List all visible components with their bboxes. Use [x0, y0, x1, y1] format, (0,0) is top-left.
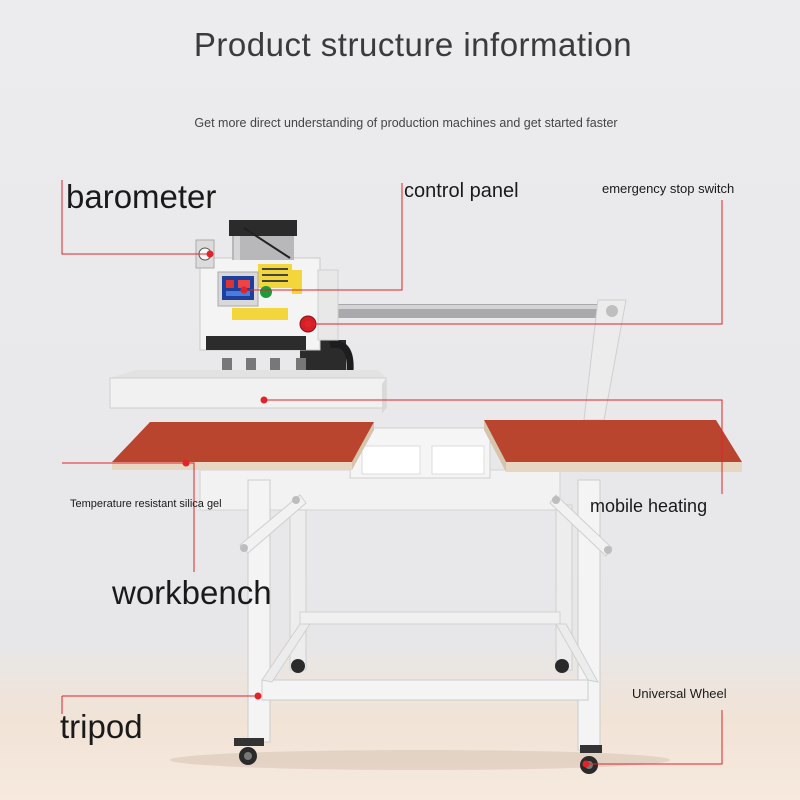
right-pad [484, 420, 742, 472]
leader-emergency-stop [308, 200, 723, 325]
leader-control-panel [244, 183, 403, 291]
label-control-panel: control panel [404, 180, 519, 202]
wheel-back-right [555, 659, 569, 673]
label-mobile-heating: mobile heating [590, 496, 708, 516]
leader-workbench [186, 462, 195, 572]
floor-shadow [170, 750, 670, 770]
wheel-back-left [291, 659, 305, 673]
label-workbench: workbench [112, 574, 272, 611]
wheel-front-left [234, 738, 264, 765]
label-universal-wheel: Universal Wheel [632, 686, 727, 701]
leader-barometer [61, 180, 210, 255]
label-barometer: barometer [66, 178, 217, 215]
front-lower-rail [261, 679, 589, 701]
label-temperature-resistant-silica-gel: Temperature resistant silica gel [70, 498, 222, 510]
leader-mobile-heating [264, 399, 723, 494]
left-pad [112, 422, 374, 470]
page-subtitle: Get more direct understanding of product… [194, 116, 618, 130]
label-emergency-stop-switch: emergency stop switch [602, 181, 735, 196]
leader-dots [182, 250, 590, 768]
springs [222, 358, 306, 376]
label-tripod: tripod [60, 708, 143, 745]
air-cylinder [229, 220, 297, 260]
page-title: Product structure information [193, 26, 633, 63]
leader-universal-wheel [586, 710, 723, 765]
upper-platen [109, 370, 387, 414]
leader-lines [61, 180, 723, 765]
brace-right [549, 494, 613, 557]
control-display [217, 271, 259, 307]
start-button [260, 286, 272, 298]
